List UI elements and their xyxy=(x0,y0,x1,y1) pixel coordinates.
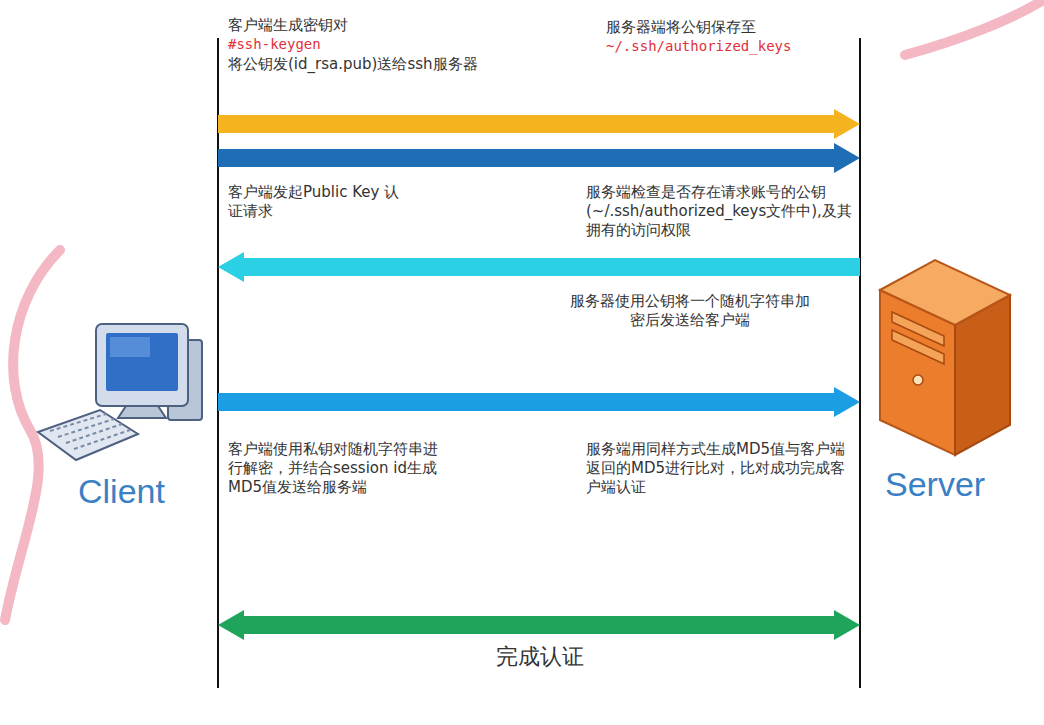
node-label: Server xyxy=(885,465,985,504)
computer-icon xyxy=(30,310,218,470)
annotation-text: ~/.ssh/authorized_keys xyxy=(606,38,791,56)
message-arrow xyxy=(218,252,860,282)
message-arrow xyxy=(218,143,860,173)
annotation-text: 客户端发起Public Key 认证请求 xyxy=(228,183,400,221)
annotation-text: 服务端用同样方式生成MD5值与客户端返回的MD5进行比对，比对成功完成客户端认证 xyxy=(586,440,852,496)
annotation-text: 服务器端将公钥保存至 xyxy=(606,18,756,37)
server-icon xyxy=(860,250,1040,465)
annotation-text: 服务器使用公钥将一个随机字符串加密后发送给客户端 xyxy=(565,292,815,330)
server-lifeline xyxy=(859,38,861,688)
annotation-text: #ssh-keygen xyxy=(228,36,321,54)
message-arrow xyxy=(218,387,860,417)
annotation-text: 服务端检查是否存在请求账号的公钥(~/.ssh/authorized_keys文… xyxy=(586,183,852,239)
client-node: Client xyxy=(30,310,218,525)
annotation-text: 将公钥发(id_rsa.pub)送给ssh服务器 xyxy=(228,55,478,74)
client-lifeline xyxy=(217,38,219,688)
annotation-text: 客户端生成密钥对 xyxy=(228,16,348,35)
swoosh-decoration xyxy=(905,2,1040,55)
message-arrow xyxy=(218,610,860,640)
node-label: Client xyxy=(78,472,165,511)
server-node: Server xyxy=(860,250,1040,525)
message-arrow xyxy=(218,109,860,139)
annotation-text: 客户端使用私钥对随机字符串进行解密，并结合session id生成MD5值发送给… xyxy=(228,440,443,496)
annotation-text: 完成认证 xyxy=(440,643,640,671)
